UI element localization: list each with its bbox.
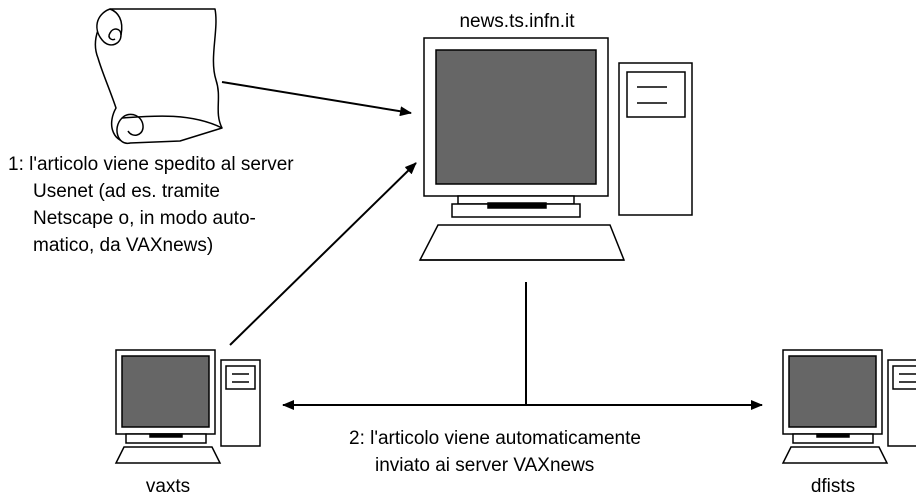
- arrow-vaxts-to-server: [229, 162, 417, 346]
- right-client-computer: [781, 349, 916, 464]
- step1-line-4: matico, da VAXnews): [33, 235, 213, 256]
- step1-line-3: Netscape o, in modo auto-: [33, 208, 256, 229]
- step1-line-1: 1: l'articolo viene spedito al server: [8, 154, 294, 175]
- scroll-document-icon: [94, 8, 223, 144]
- desktop-computer-icon: [781, 349, 916, 464]
- screen: [435, 49, 597, 185]
- server-label: news.ts.infn.it: [459, 11, 575, 32]
- step1-line-2: Usenet (ad es. tramite: [33, 181, 220, 202]
- step2-line-2: inviato ai server VAXnews: [375, 455, 594, 476]
- step2-line-1: 2: l'articolo viene automaticamente: [349, 428, 641, 449]
- desktop-computer-icon: [418, 37, 693, 261]
- screen: [121, 355, 210, 428]
- desktop-computer-icon: [114, 349, 261, 464]
- step2-note: 2: l'articolo viene automaticamente invi…: [349, 428, 646, 476]
- screen: [788, 355, 877, 428]
- left-client-label: vaxts: [146, 476, 190, 494]
- right-client-label: dfists: [811, 476, 855, 494]
- connectors: [221, 81, 763, 410]
- arrow-article-to-server: [221, 81, 412, 117]
- left-client-computer: [114, 349, 261, 464]
- server-computer: [418, 37, 693, 261]
- step1-note: 1: l'articolo viene spedito al server Us…: [8, 154, 299, 256]
